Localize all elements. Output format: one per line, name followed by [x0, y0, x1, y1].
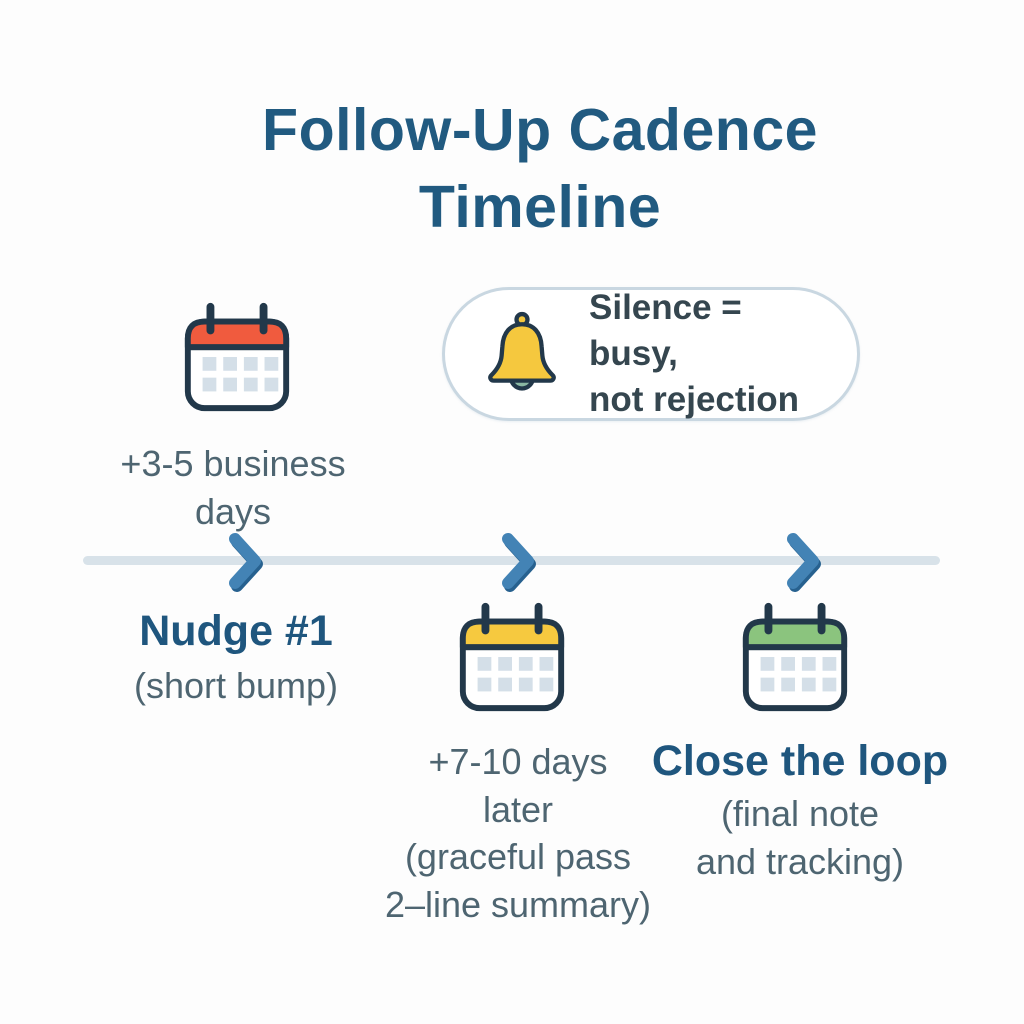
- timing-line: +7-10 days: [428, 741, 608, 782]
- page-title: Follow-Up Cadence Timeline: [56, 92, 1024, 245]
- sublabel-line: (final note: [720, 793, 880, 834]
- timing-label-nudge1: +3-5 business days: [63, 440, 403, 535]
- calendar-icon-followup: [459, 602, 565, 712]
- calendar-header: [742, 618, 848, 651]
- callout-text-line-1: Silence = busy,: [589, 287, 742, 373]
- calendar-icon-close: [742, 602, 848, 712]
- calendar-grid: [760, 657, 837, 692]
- timing-line: (graceful pass: [404, 836, 632, 878]
- calendar-grid: [202, 357, 279, 392]
- step-label-nudge1: Nudge #1: [139, 607, 333, 655]
- step-sublabel-close: (final note and tracking): [635, 790, 965, 885]
- chevron-right-icon-2: [502, 533, 536, 592]
- sublabel-line: and tracking): [695, 840, 905, 882]
- page-title-line-1: Follow-Up Cadence: [262, 97, 818, 163]
- callout-pill: Silence = busy, not rejection: [442, 287, 860, 421]
- calendar-grid: [477, 657, 554, 692]
- calendar-header: [459, 618, 565, 651]
- page-title-line-2: Timeline: [418, 173, 662, 240]
- bell-icon: [488, 311, 556, 391]
- callout-text-line-2: not rejection: [589, 380, 800, 420]
- chevron-right-icon-3: [787, 533, 821, 592]
- timing-label-followup: +7-10 days later (graceful pass 2–line s…: [346, 738, 690, 928]
- timing-line: +3-5 business: [120, 443, 346, 484]
- timing-line: days: [194, 490, 272, 532]
- chevron-right-icon-1: [229, 533, 263, 592]
- calendar-icon-nudge1: [184, 302, 290, 412]
- step-sublabel-nudge1: (short bump): [133, 665, 339, 706]
- timeline-bar: [83, 556, 940, 565]
- callout-text: Silence = busy, not rejection: [589, 285, 837, 424]
- calendar-header: [184, 318, 290, 351]
- timing-line: later: [482, 788, 554, 830]
- step-label-close: Close the loop: [651, 737, 949, 785]
- timing-line: 2–line summary): [384, 883, 652, 925]
